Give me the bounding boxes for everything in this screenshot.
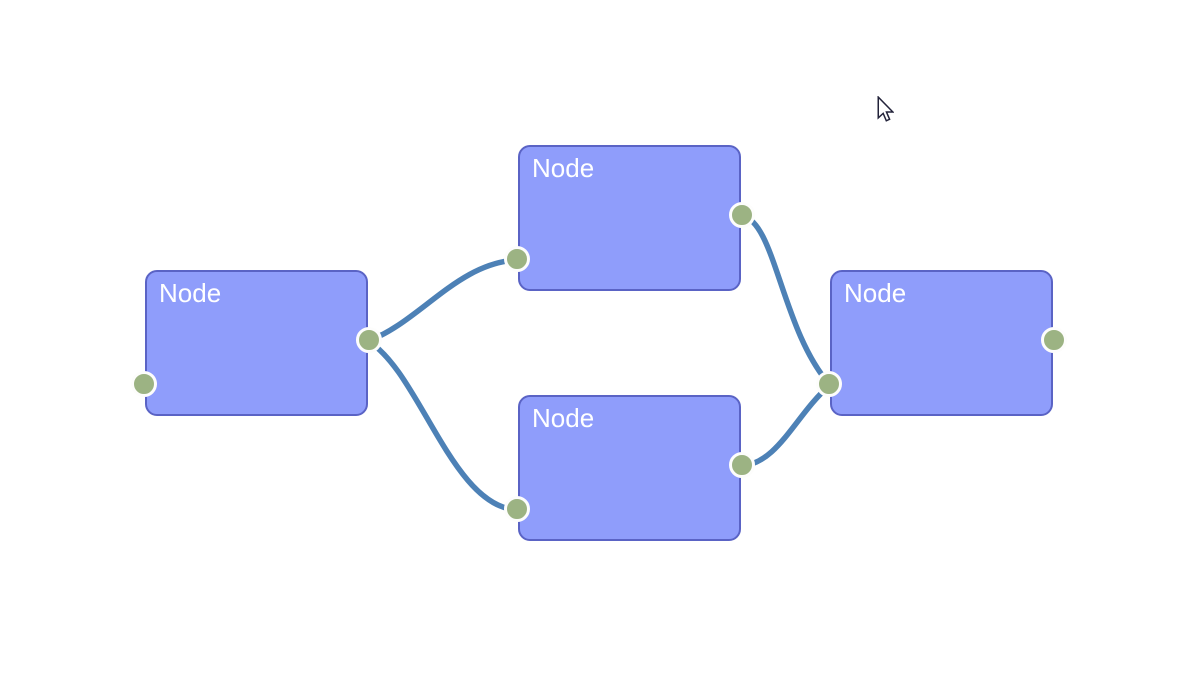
node-3[interactable]: Node [504,395,755,541]
node-2-output-port[interactable] [729,202,755,228]
connection-node1-node2[interactable] [365,257,521,344]
node-3-label: Node [532,403,595,433]
connection-node2-node4[interactable] [738,213,833,388]
node-1[interactable]: Node [131,270,382,416]
node-4-output-port[interactable] [1041,327,1067,353]
node-2-label: Node [532,153,595,183]
node-2[interactable]: Node [504,145,755,291]
connection-node3-node4[interactable] [738,382,833,469]
node-4[interactable]: Node [816,270,1067,416]
node-1-input-port[interactable] [131,371,157,397]
connection-node1-node3[interactable] [365,338,521,513]
node-3-input-port[interactable] [504,496,530,522]
node-3-output-port[interactable] [729,452,755,478]
node-1-label: Node [159,278,222,308]
node-4-label: Node [844,278,907,308]
node-1-output-port[interactable] [356,327,382,353]
node-4-input-port[interactable] [816,371,842,397]
node-2-input-port[interactable] [504,246,530,272]
